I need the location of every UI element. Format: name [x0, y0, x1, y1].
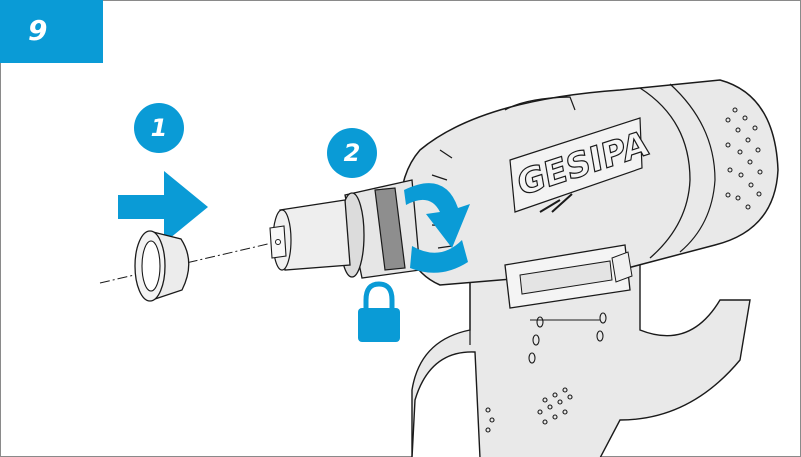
callout-1-badge: 1: [134, 103, 184, 153]
nose-piece: [270, 180, 420, 278]
callout-2-badge: 2: [327, 128, 377, 178]
padlock-icon: [358, 284, 400, 342]
ring-icon: [135, 231, 189, 301]
arrow-right-icon: [118, 171, 208, 243]
